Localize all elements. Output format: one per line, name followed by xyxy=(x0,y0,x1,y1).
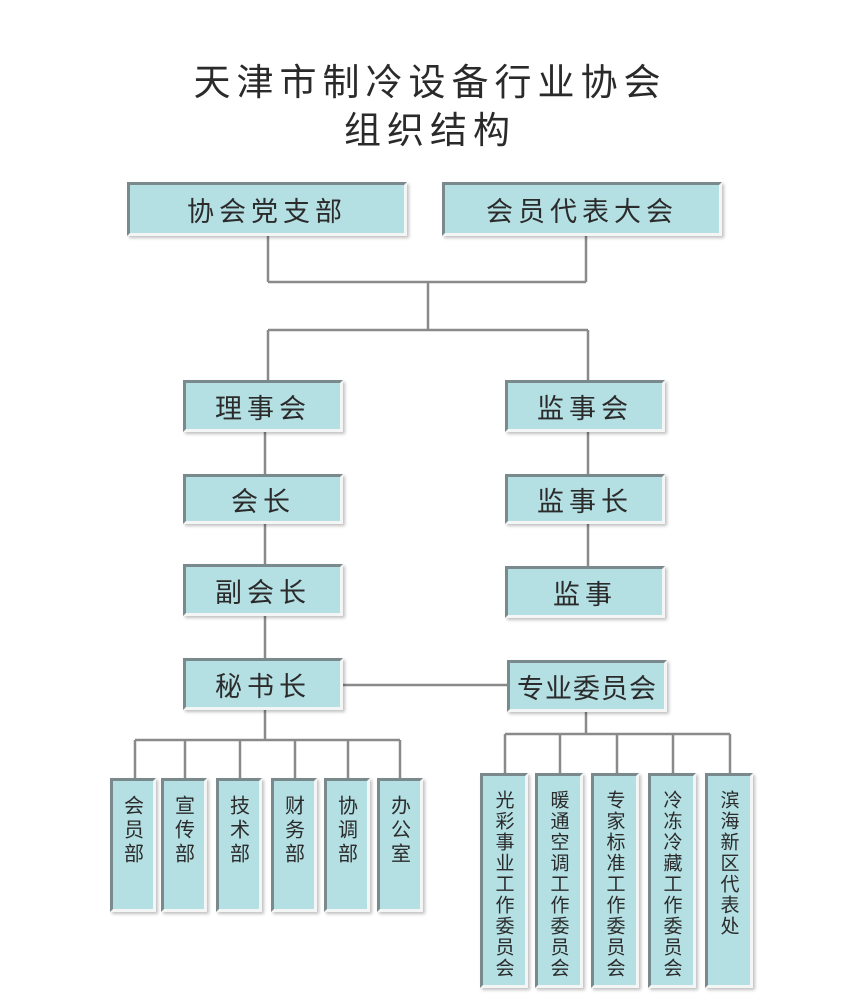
secretary-general-box: 秘书长 xyxy=(183,658,343,710)
supervisor-box: 监事 xyxy=(505,566,665,618)
professional-committees-box: 专业委员会 xyxy=(507,660,667,712)
vice-president-box: 副会长 xyxy=(183,564,343,616)
department-box: 协调部 xyxy=(324,778,370,912)
chart-subtitle: 组织结构 xyxy=(344,109,516,152)
congress-box: 会员代表大会 xyxy=(442,182,722,236)
committee-box: 专家标准工作委员会 xyxy=(591,773,639,988)
president-box: 会长 xyxy=(183,474,343,524)
committee-box: 冷冻冷藏工作委员会 xyxy=(648,773,696,988)
department-box: 技术部 xyxy=(216,778,262,912)
department-box: 财务部 xyxy=(271,778,317,912)
supervisory-board-box: 监事会 xyxy=(505,380,665,432)
council-box: 理事会 xyxy=(183,380,343,432)
department-box: 办公室 xyxy=(377,778,423,912)
chief-supervisor-box: 监事长 xyxy=(505,474,665,524)
chart-title: 天津市制冷设备行业协会 xyxy=(193,61,667,104)
committee-box: 光彩事业工作委员会 xyxy=(480,773,528,988)
committee-box: 滨海新区代表处 xyxy=(705,773,753,988)
party-branch-box: 协会党支部 xyxy=(127,182,407,236)
department-box: 会员部 xyxy=(110,778,156,912)
committee-box: 暖通空调工作委员会 xyxy=(535,773,583,988)
department-box: 宣传部 xyxy=(161,778,207,912)
